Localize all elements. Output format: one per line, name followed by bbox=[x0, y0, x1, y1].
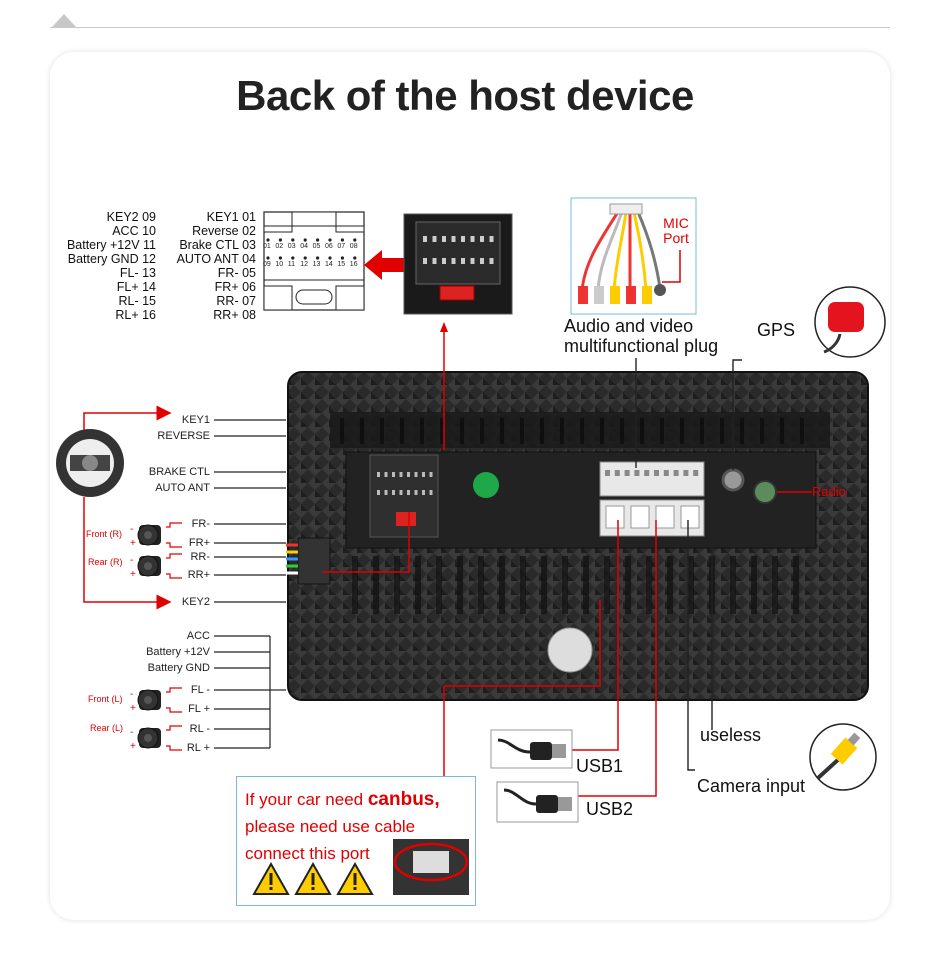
useless-label: useless bbox=[700, 725, 762, 745]
mic-port-label: MIC Port bbox=[663, 215, 689, 246]
warning-icon bbox=[252, 862, 290, 895]
wire-label: KEY1 bbox=[181, 414, 210, 426]
svg-text:-: - bbox=[130, 727, 133, 738]
pin-number: 12 bbox=[300, 261, 308, 268]
pin-number: 02 bbox=[275, 243, 284, 250]
usb1-label: USB1 bbox=[576, 756, 624, 776]
front-r-label: Front (R) bbox=[86, 529, 122, 539]
wire-label: RR+ bbox=[187, 569, 210, 581]
wire-label: RL - bbox=[189, 723, 210, 735]
wire-label: RL + bbox=[186, 742, 210, 754]
warning-icon bbox=[294, 862, 332, 895]
gps-antenna-icon bbox=[814, 286, 886, 358]
svg-text:+: + bbox=[130, 538, 136, 549]
radio-label: Radio bbox=[812, 484, 846, 499]
wire-label: FL - bbox=[190, 684, 210, 696]
wire-label: RR- bbox=[190, 551, 210, 563]
usb1-cable-image bbox=[490, 729, 573, 769]
usb2-cable-image bbox=[496, 781, 579, 823]
rca-plug-icon bbox=[809, 723, 877, 791]
svg-text:-: - bbox=[130, 524, 133, 535]
pinlist-right: KEY1 01 Reverse 02 Brake CTL 03 AUTO ANT… bbox=[176, 210, 256, 322]
collapse-arrow-icon[interactable] bbox=[52, 14, 76, 27]
pin-number: 07 bbox=[337, 243, 346, 250]
pin-number: 03 bbox=[287, 243, 296, 250]
svg-text:+: + bbox=[130, 569, 136, 580]
pin-number: 15 bbox=[337, 261, 346, 268]
pin-number: 05 bbox=[312, 243, 321, 250]
pin-number: 08 bbox=[349, 243, 358, 250]
top-divider bbox=[50, 27, 890, 28]
steering-wheel-icon bbox=[56, 429, 124, 497]
page-title: Back of the host device bbox=[236, 72, 694, 119]
svg-text:+: + bbox=[130, 703, 136, 714]
pin-number: 16 bbox=[349, 261, 358, 268]
wire-label: Battery GND bbox=[147, 662, 210, 674]
wire-label: FL + bbox=[188, 703, 210, 715]
wire-label: BRAKE CTL bbox=[148, 466, 210, 478]
pin-number: 04 bbox=[300, 243, 308, 250]
pin-number: 10 bbox=[275, 261, 284, 268]
pin-number: 06 bbox=[325, 243, 333, 250]
pin-number: 09 bbox=[263, 261, 271, 268]
wire-label: ACC bbox=[186, 630, 210, 642]
av-cable-image bbox=[570, 197, 697, 315]
pin-number: 14 bbox=[325, 261, 333, 268]
usb2-label: USB2 bbox=[586, 799, 634, 819]
av-plug-label: Audio and video multifunctional plug bbox=[564, 316, 719, 356]
connector-schematic bbox=[263, 211, 365, 311]
wire-label: FR+ bbox=[188, 537, 210, 549]
canbus-port-image bbox=[393, 839, 469, 895]
gps-label: GPS bbox=[757, 320, 796, 340]
rear-r-label: Rear (R) bbox=[88, 557, 123, 567]
red-arrow-icon bbox=[364, 250, 404, 280]
camera-input-label: Camera input bbox=[697, 776, 806, 796]
pin-number: 11 bbox=[287, 261, 296, 268]
note-line-2: please need use cable bbox=[245, 817, 416, 836]
pin-number: 13 bbox=[312, 261, 321, 268]
note-line-3: connect this port bbox=[245, 844, 370, 863]
wire-label: REVERSE bbox=[157, 430, 210, 442]
connector-photo bbox=[403, 213, 513, 315]
note-line-1: If your car need canbus, bbox=[245, 789, 440, 810]
wire-label: KEY2 bbox=[181, 596, 210, 608]
wire-label: FR- bbox=[191, 518, 210, 530]
warning-icon bbox=[336, 862, 374, 895]
pin-number: 01 bbox=[263, 243, 271, 250]
rear-l-label: Rear (L) bbox=[90, 723, 124, 733]
host-device-back bbox=[287, 371, 869, 701]
wire-label: AUTO ANT bbox=[155, 482, 210, 494]
wire-label: Battery +12V bbox=[146, 646, 210, 658]
svg-text:-: - bbox=[130, 555, 133, 566]
front-l-label: Front (L) bbox=[88, 694, 123, 704]
pinlist-left: KEY2 09 ACC 10 Battery +12V 11 Battery G… bbox=[66, 210, 156, 322]
svg-text:-: - bbox=[130, 689, 133, 700]
svg-text:+: + bbox=[130, 741, 136, 752]
